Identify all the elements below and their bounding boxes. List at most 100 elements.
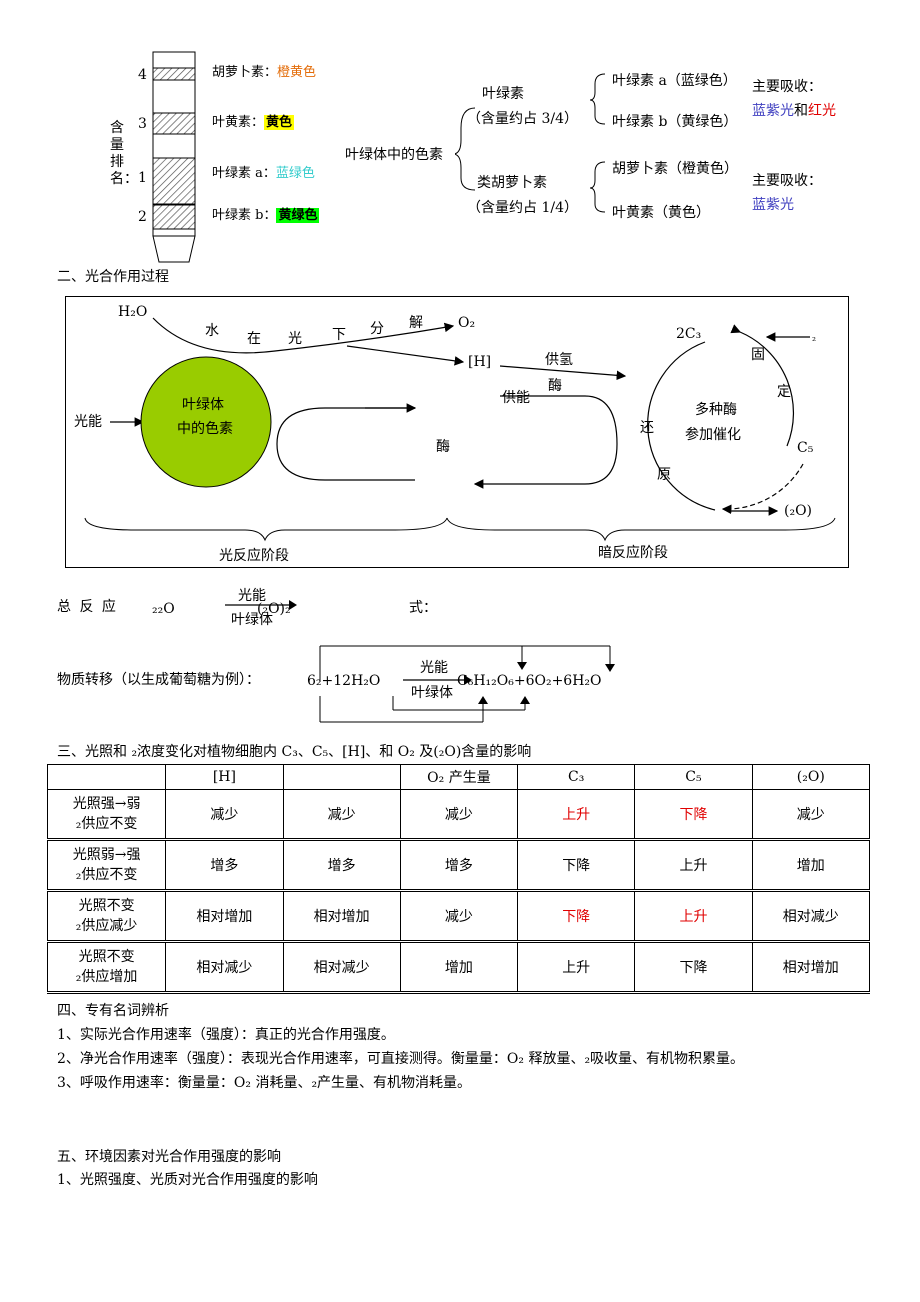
total-reaction-bottom: 叶绿体 bbox=[231, 612, 273, 628]
reduce-label-2: 原 bbox=[657, 467, 671, 483]
header-cell bbox=[282, 764, 401, 790]
rank-2: 2 bbox=[138, 209, 147, 225]
rank-1: 1 bbox=[138, 170, 147, 186]
table-cell: 增多 bbox=[282, 839, 401, 892]
table-cell: 增多 bbox=[165, 839, 284, 892]
table-cell: 减少 bbox=[399, 890, 519, 943]
pigment-root: 叶绿体中的色素 bbox=[345, 147, 443, 163]
multi-enzyme-2: 参加催化 bbox=[685, 427, 741, 443]
total-reaction-left: ₂₂O bbox=[152, 601, 175, 617]
carotenoid-absorb: 蓝紫光 bbox=[752, 197, 794, 213]
enzyme-label-mid: 酶 bbox=[436, 439, 450, 455]
photosynthesis-diagram bbox=[65, 296, 849, 568]
fix-label-2: 定 bbox=[777, 384, 791, 400]
band-label-chlorophyll-b: 叶绿素 b：黄绿色 bbox=[212, 208, 320, 223]
xanthophyll-item: 叶黄素（黄色） bbox=[612, 205, 710, 221]
product-label: (₂O) bbox=[784, 503, 813, 519]
total-reaction-arrow bbox=[225, 600, 297, 610]
chromatography-strip bbox=[152, 51, 196, 263]
total-reaction-top: 光能 bbox=[238, 588, 266, 604]
table-cell: 相对减少 bbox=[282, 941, 401, 994]
chlorophyll-name: 叶绿素 bbox=[482, 86, 524, 102]
diagram-lines bbox=[84, 317, 836, 542]
table-cell: 下降 bbox=[517, 890, 636, 943]
header-cell bbox=[46, 764, 167, 790]
table-cell: 相对增加 bbox=[282, 890, 401, 943]
section5-heading: 五、环境因素对光合作用强度的影响 bbox=[57, 1149, 281, 1165]
transfer-left: 6₂+12H₂O bbox=[307, 673, 381, 689]
h-label: [H] bbox=[468, 354, 492, 370]
h2o-label: H₂O bbox=[118, 304, 148, 320]
reduce-label-1: 还 bbox=[640, 420, 654, 436]
water-word-4: 下 bbox=[332, 327, 346, 343]
o2-label: O₂ bbox=[458, 315, 476, 331]
chlorophyll-absorb: 蓝紫光和红光 bbox=[752, 103, 836, 119]
table-cell: 减少 bbox=[165, 789, 284, 841]
table-cell: 增加 bbox=[399, 941, 519, 994]
term-item-2: 2、净光合作用速率（强度）：表现光合作用速率，可直接测得。衡量量：O₂ 释放量、… bbox=[57, 1051, 745, 1067]
table-cell: 减少 bbox=[751, 789, 871, 841]
water-word-2: 在 bbox=[247, 331, 261, 347]
chlorophyll-amount: （含量约占 3/4） bbox=[467, 111, 578, 127]
section5-item-1: 1、光照强度、光质对光合作用强度的影响 bbox=[57, 1172, 318, 1188]
rank-3: 3 bbox=[138, 116, 147, 132]
table-cell: 相对减少 bbox=[165, 941, 284, 994]
carotenoid-absorb-label: 主要吸收： bbox=[752, 173, 822, 189]
table-header-row: [H] O₂ 产生量 C₃ C₅ (₂O) bbox=[46, 764, 871, 790]
band-label-xanthophyll: 叶黄素：黄色 bbox=[212, 115, 295, 130]
table-cell: 增多 bbox=[399, 839, 519, 892]
table-cell: 下降 bbox=[517, 839, 636, 892]
chlorophyll-absorb-label: 主要吸收： bbox=[752, 79, 822, 95]
water-word-3: 光 bbox=[288, 331, 302, 347]
band-label-chlorophyll-a: 叶绿素 a：蓝绿色 bbox=[212, 166, 315, 181]
total-reaction-mid: (₂O)₂ bbox=[257, 601, 291, 617]
transfer-top: 光能 bbox=[420, 660, 448, 676]
content-rank-label: 含量排名： bbox=[110, 120, 138, 187]
table-cell: 相对减少 bbox=[751, 890, 871, 943]
water-word-5: 分 bbox=[370, 321, 384, 337]
header-cell: C₃ bbox=[517, 764, 636, 790]
transfer-label: 物质转移（以生成葡萄糖为例）： bbox=[57, 672, 260, 688]
section2-heading: 二、光合作用过程 bbox=[57, 269, 169, 285]
carotenoid-name: 类胡萝卜素 bbox=[477, 175, 547, 191]
term-item-1: 1、实际光合作用速率（强度）：真正的光合作用强度。 bbox=[57, 1027, 395, 1043]
h-supply-label: 供氢 bbox=[545, 352, 573, 368]
light-stage-label: 光反应阶段 bbox=[219, 548, 289, 564]
c3-label: 2C₃ bbox=[676, 326, 702, 342]
header-cell: [H] bbox=[165, 764, 284, 790]
section3-heading: 三、光照和 ₂浓度变化对植物细胞内 C₃、C₅、[H]、和 O₂ 及(₂O)含量… bbox=[57, 744, 532, 760]
transfer-bottom: 叶绿体 bbox=[411, 685, 453, 701]
transfer-arrows bbox=[319, 645, 615, 723]
fix-label-1: 固 bbox=[751, 347, 765, 363]
band-label-carotene: 胡萝卜素：橙黄色 bbox=[212, 65, 317, 80]
header-cell: C₅ bbox=[634, 764, 753, 790]
light-energy-label: 光能 bbox=[74, 414, 102, 430]
table-cell: 增加 bbox=[751, 839, 871, 892]
table-cell: 减少 bbox=[399, 789, 519, 841]
header-cell: O₂ 产生量 bbox=[399, 764, 519, 790]
table-cell: 下降 bbox=[634, 941, 753, 994]
carotene-item: 胡萝卜素（橙黄色） bbox=[612, 161, 738, 177]
total-reaction-right: 式： bbox=[409, 600, 437, 616]
table-cell: 减少 bbox=[282, 789, 401, 841]
transfer-right: C₆H₁₂O₆+6O₂+6H₂O bbox=[457, 673, 602, 689]
carotenoid-amount: （含量约占 1/4） bbox=[467, 200, 578, 216]
water-word-1: 水 bbox=[205, 323, 219, 339]
section4-heading: 四、专有名词辨析 bbox=[57, 1003, 169, 1019]
term-item-3: 3、呼吸作用速率：衡量量：O₂ 消耗量、₂产生量、有机物消耗量。 bbox=[57, 1075, 472, 1091]
table-cell: 下降 bbox=[634, 789, 753, 841]
dark-stage-label: 暗反应阶段 bbox=[598, 545, 668, 561]
table-cell: 上升 bbox=[634, 839, 753, 892]
pigment-circle-line1: 叶绿体 bbox=[182, 397, 224, 413]
c5-label: C₅ bbox=[797, 440, 814, 456]
multi-enzyme-1: 多种酶 bbox=[695, 402, 737, 418]
energy-supply-label: 供能 bbox=[502, 390, 530, 406]
